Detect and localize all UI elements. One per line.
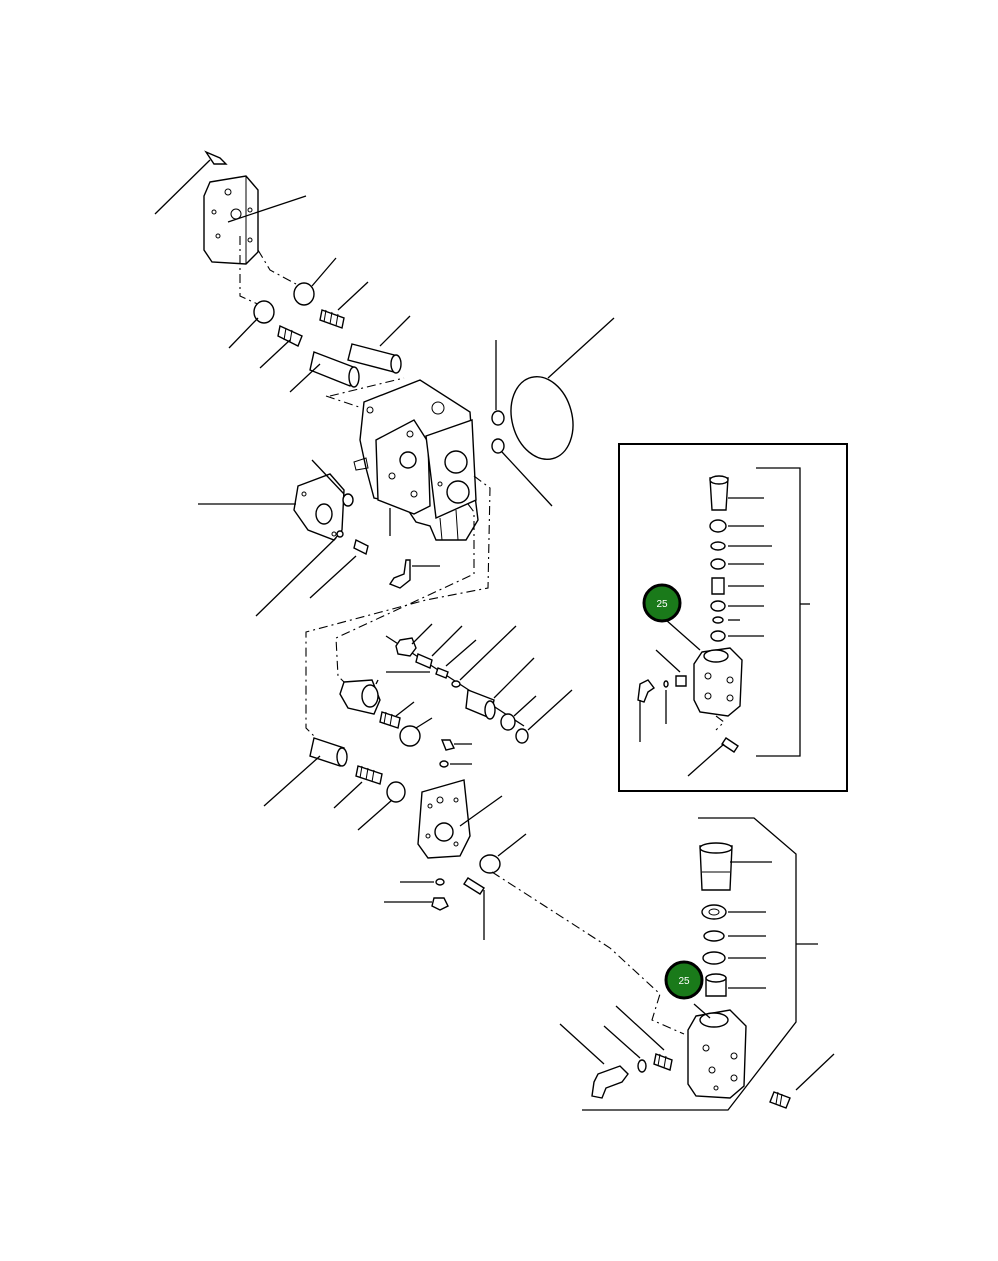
inset-washer-1[interactable] [710,558,764,570]
lower-elbow-fitting[interactable] [559,1023,629,1099]
inset-valve-cap[interactable] [709,475,764,511]
pin-fitting-middle[interactable] [440,739,472,751]
o-ring-lower-3[interactable] [479,833,527,874]
lower-washer[interactable] [702,951,766,965]
pin-small-middle[interactable] [435,639,477,679]
valve-spool-left[interactable] [339,679,381,715]
washer-middle-right[interactable] [500,695,537,731]
fitting-small-left[interactable] [309,538,369,599]
inset-bracket [756,467,801,757]
inset-washer-2[interactable] [710,600,764,612]
inset-nut[interactable] [709,519,764,533]
washer-small-middle[interactable] [451,625,517,688]
inset-pin[interactable] [663,680,669,724]
o-ring-medium[interactable] [293,257,337,306]
inset-bolt[interactable] [687,737,739,777]
inset-o-ring-1[interactable] [710,541,772,551]
lower-o-ring[interactable] [703,930,766,942]
washer-lower-tiny[interactable] [400,878,445,886]
main-valve-body[interactable] [353,379,479,541]
callout-leader-lower [693,1003,711,1019]
o-ring-lower-1[interactable] [399,717,433,747]
lower-spring[interactable] [615,1005,673,1071]
callout-25-lower[interactable]: 25 [664,960,704,1000]
fitting-lower-left[interactable] [384,897,449,911]
o-ring-lower-2[interactable] [357,781,406,831]
lower-bolt-right[interactable] [769,1053,835,1109]
inset-small-plug[interactable] [655,649,687,687]
spring-lower-1[interactable] [379,701,415,729]
plunger-lower[interactable] [263,737,348,807]
bent-tube[interactable] [388,559,440,589]
top-screw[interactable] [154,150,228,215]
plunger-middle[interactable] [289,351,360,393]
bolt-lower[interactable] [463,877,485,940]
inset-insert[interactable] [711,577,764,595]
top-cover-plate[interactable] [203,175,259,265]
o-ring-right-upper[interactable] [491,340,505,426]
lower-bracket [582,817,797,1111]
inset-o-ring-2[interactable] [712,616,740,624]
lower-insert[interactable] [705,973,766,997]
side-cover-plate[interactable] [198,473,345,541]
o-ring-side[interactable] [311,459,354,507]
leader-line [227,195,307,223]
o-ring-right-lower[interactable] [491,438,553,507]
small-pin-left[interactable] [255,530,344,617]
spring-middle[interactable] [259,324,303,369]
o-ring-middle-right[interactable] [515,689,573,744]
callout-leader-inset [665,619,701,651]
washer-tiny-middle[interactable] [439,760,472,768]
o-ring-small[interactable] [228,300,275,349]
spring-lower-2[interactable] [333,765,383,809]
inset-washer-3[interactable] [710,630,764,642]
large-o-ring[interactable] [502,317,615,466]
sleeve-middle[interactable] [465,657,535,720]
lower-cover-plate[interactable] [417,779,503,859]
lower-o-ring-small[interactable] [603,1025,647,1073]
inset-valve-block[interactable] [693,647,743,717]
callout-25-inset[interactable]: 25 [642,583,682,623]
spring-upper[interactable] [319,281,369,329]
lower-nut[interactable] [701,904,766,920]
lower-valve-cap[interactable] [699,842,772,891]
inset-frame [618,443,848,792]
spring-small-1[interactable] [415,625,463,669]
plunger-upper[interactable] [347,315,411,374]
hex-nut-middle[interactable] [395,623,433,657]
inset-elbow-fitting[interactable] [637,679,656,742]
lower-valve-block[interactable] [687,1009,747,1099]
